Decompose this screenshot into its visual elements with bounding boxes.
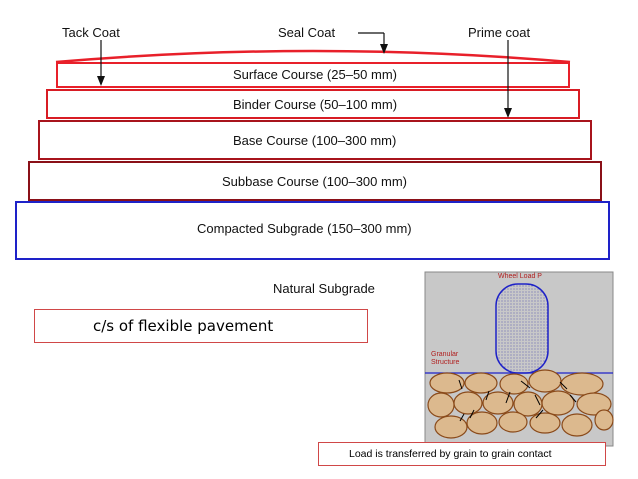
wheel-load-label: Wheel Load P bbox=[498, 273, 542, 280]
subbase-course-label: Subbase Course (100–300 mm) bbox=[222, 174, 407, 189]
grain-contact-caption: Load is transferred by grain to grain co… bbox=[349, 448, 552, 460]
wheel-load-shape bbox=[495, 283, 549, 374]
binder-course-layer bbox=[46, 89, 580, 119]
subbase-course-layer bbox=[28, 161, 602, 201]
grain-contact-caption-box: Load is transferred by grain to grain co… bbox=[318, 442, 606, 466]
compacted-subgrade-label: Compacted Subgrade (150–300 mm) bbox=[197, 221, 412, 236]
binder-course-label: Binder Course (50–100 mm) bbox=[233, 97, 398, 112]
seal-coat-curve bbox=[55, 49, 571, 64]
prime-coat-arrowhead bbox=[504, 108, 512, 118]
seal-coat-arrowhead bbox=[380, 44, 388, 54]
tack-coat-label: Tack Coat bbox=[62, 25, 120, 40]
seal-coat-label: Seal Coat bbox=[278, 25, 336, 40]
prime-coat-label: Prime coat bbox=[468, 25, 531, 40]
granular-structure-label: Granular Structure bbox=[431, 351, 460, 366]
compacted-subgrade-layer bbox=[15, 201, 610, 260]
natural-subgrade-label: Natural Subgrade bbox=[273, 281, 375, 296]
cross-section-caption: c/s of flexible pavement bbox=[93, 317, 274, 335]
cross-section-caption-box: c/s of flexible pavement bbox=[34, 309, 368, 343]
contact-arrows bbox=[458, 379, 577, 422]
base-course-label: Base Course (100–300 mm) bbox=[233, 133, 397, 148]
base-course-layer bbox=[38, 120, 592, 160]
grain-particles bbox=[427, 369, 614, 439]
surface-course-layer bbox=[56, 62, 570, 88]
surface-course-label: Surface Course (25–50 mm) bbox=[233, 67, 398, 82]
tack-coat-arrowhead bbox=[97, 76, 105, 86]
